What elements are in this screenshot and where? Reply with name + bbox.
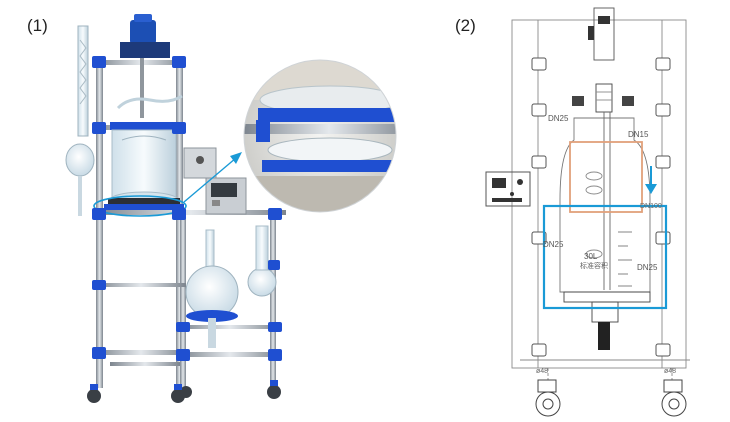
- frame-posts: [96, 58, 276, 388]
- receiving-flask: [185, 225, 277, 348]
- panel-label-2: (2): [455, 16, 476, 35]
- label-dn100: DN100: [640, 203, 662, 210]
- condenser-column: [65, 25, 95, 216]
- frame-clamps: [92, 56, 282, 361]
- stirring-motor: [120, 14, 170, 118]
- label-dn25-right: DN25: [637, 263, 658, 272]
- label-dn25-left: DN25: [543, 240, 564, 249]
- label-wheel-right: ø48: [664, 368, 676, 375]
- drawing-casters: [535, 379, 687, 417]
- control-box: [183, 147, 247, 215]
- reactor-vessel: [104, 94, 184, 210]
- casters: [87, 380, 281, 403]
- label-wheel-left: ø48: [536, 368, 548, 375]
- label-dn15: DN15: [628, 130, 649, 139]
- callout-arrow-icon: [230, 152, 242, 164]
- label-dn25-top: DN25: [548, 114, 569, 123]
- callout-line: [183, 157, 237, 203]
- move-arrow-icon: [645, 184, 657, 194]
- flange-highlight: [93, 195, 187, 217]
- panel-label-1: (1): [27, 16, 48, 35]
- drawing-clamps: [531, 57, 671, 357]
- condenser-highlight-box: [569, 141, 643, 213]
- label-volume: 30L: [584, 252, 598, 261]
- vessel-highlight-box: [542, 204, 668, 310]
- label-volume-sub: 标准容积: [580, 261, 608, 270]
- drawing-control-box: [485, 171, 531, 207]
